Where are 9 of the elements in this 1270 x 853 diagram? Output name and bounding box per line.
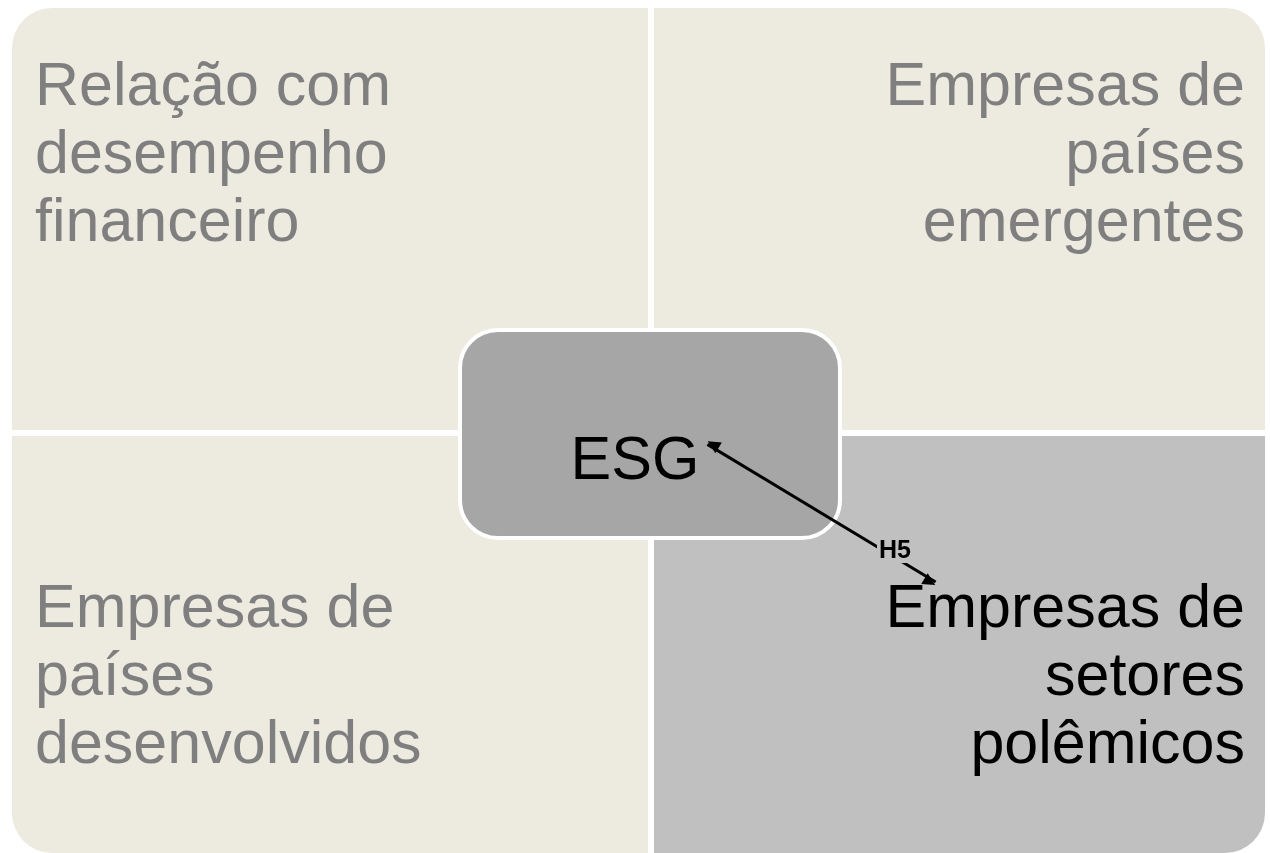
quadrant-label: Relação com desempenho financeiro — [35, 50, 392, 254]
quadrant-label: Empresas de setores polêmicos — [884, 572, 1245, 776]
quadrant-label: Empresas de países desenvolvidos — [35, 572, 423, 776]
quadrant-label: Empresas de países emergentes — [884, 50, 1245, 254]
quadrant-panel — [654, 8, 1265, 430]
double-arrow — [706, 441, 937, 586]
center-label: ESG — [570, 424, 700, 492]
quadrant-panel — [12, 8, 648, 430]
center-box — [458, 328, 842, 540]
